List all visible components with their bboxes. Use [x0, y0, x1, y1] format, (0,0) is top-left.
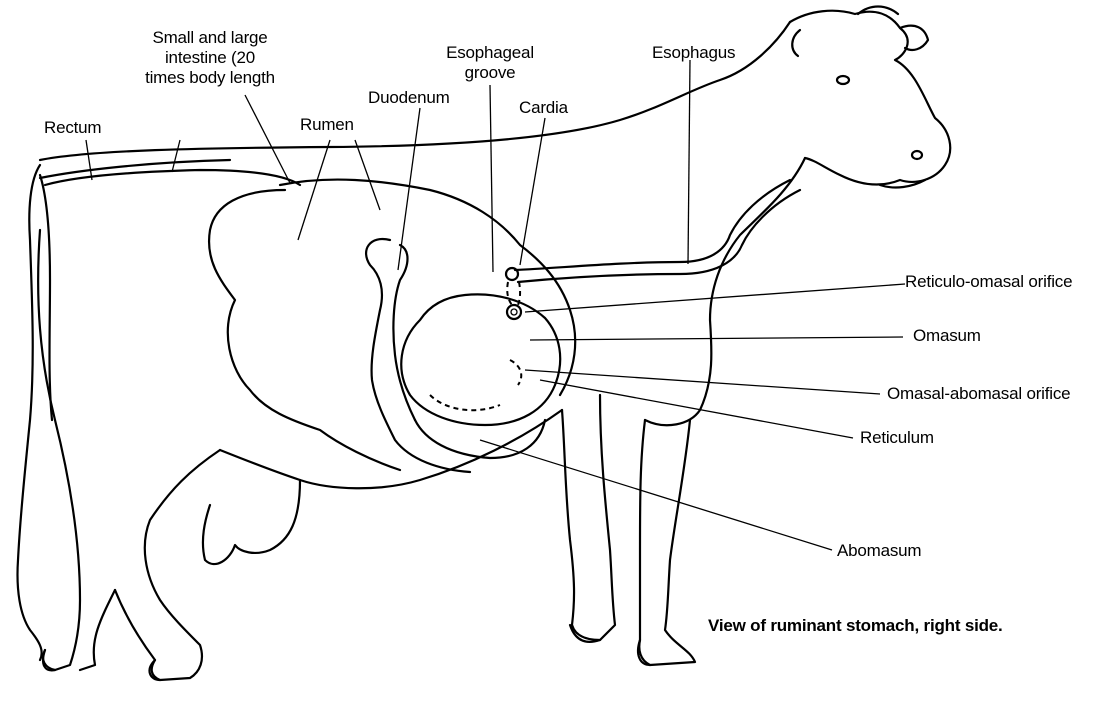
esophageal-groove-label: Esophageal groove: [440, 43, 540, 83]
cow-outline: [18, 7, 951, 681]
leader-lines: [86, 60, 905, 550]
rumen-label: Rumen: [300, 115, 354, 135]
digestive-tract: [40, 160, 800, 472]
rectum-label: Rectum: [44, 118, 101, 138]
intestine-label: Small and large intestine (20 times body…: [115, 28, 305, 88]
intestine-label-line1: Small and large: [115, 28, 305, 48]
reticulum-label: Reticulum: [860, 428, 934, 448]
esophageal-groove-label-line2: groove: [440, 63, 540, 83]
duodenum-label: Duodenum: [368, 88, 450, 108]
reticulo-omasal-orifice-label: Reticulo-omasal orifice: [905, 272, 1072, 292]
intestine-label-line2: intestine (20: [115, 48, 305, 68]
esophagus-label: Esophagus: [652, 43, 735, 63]
abomasum-label: Abomasum: [837, 541, 921, 561]
figure-caption: View of ruminant stomach, right side.: [708, 616, 1003, 636]
intestine-label-line3: times body length: [115, 68, 305, 88]
omasal-abomasal-orifice-label: Omasal-abomasal orifice: [887, 384, 1070, 404]
cardia-label: Cardia: [519, 98, 568, 118]
esophageal-groove-label-line1: Esophageal: [440, 43, 540, 63]
omasum-label: Omasum: [913, 326, 981, 346]
